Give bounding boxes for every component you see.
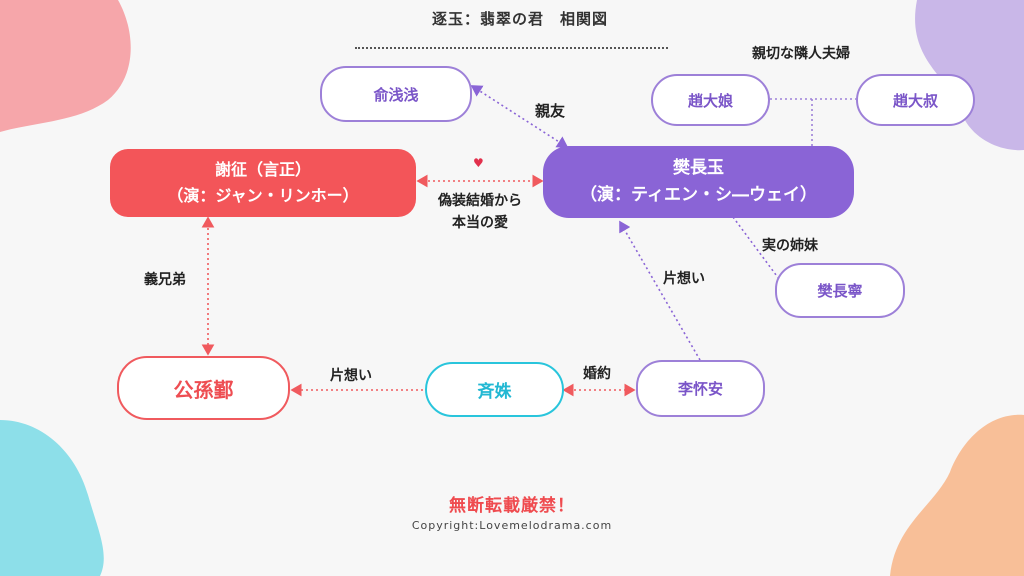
blob-top-right <box>915 0 1024 151</box>
label-kind-neighbors: 親切な隣人夫婦 <box>752 46 850 62</box>
label-fake-marriage: 偽装結婚から 本当の愛 <box>424 190 536 234</box>
label-unrequited-li: 片想い <box>663 271 705 287</box>
title-underline <box>355 47 668 49</box>
line-sisters <box>732 216 783 284</box>
node-yu-qianqian[interactable]: 俞浅浅 <box>320 66 472 122</box>
node-zhao-daniang[interactable]: 趙大娘 <box>651 74 770 126</box>
line-unrequited-li <box>619 220 701 361</box>
node-zhao-dashu[interactable]: 趙大叔 <box>856 74 975 126</box>
label-best-friend: 親友 <box>535 102 566 120</box>
label-fake-marriage-line2: 本当の愛 <box>452 215 508 231</box>
blob-bottom-right <box>890 414 1024 576</box>
label-unrequited-qi: 片想い <box>330 368 372 384</box>
blob-bottom-left <box>0 420 104 576</box>
label-engaged: 婚約 <box>583 366 611 382</box>
node-xie-zheng[interactable]: 謝征（言正） （演：ジャン・リンホー） <box>110 149 416 217</box>
diagram-title: 逐玉：翡翠の君 相関図 <box>431 10 608 28</box>
no-reprint-warning: 無断転載厳禁！ <box>449 496 575 516</box>
label-brothers-in-law: 義兄弟 <box>144 272 186 288</box>
line-best-friend <box>470 85 569 148</box>
xie-zheng-name: 謝征（言正） <box>214 160 311 179</box>
label-fake-marriage-line1: 偽装結婚から <box>438 193 522 209</box>
fan-changyu-actor: （演：ティエン・シ―ウェイ） <box>580 185 817 205</box>
fan-changyu-name: 樊長玉 <box>673 158 724 178</box>
node-qi-shu[interactable]: 斉姝 <box>425 362 564 417</box>
heart-icon: ♥ <box>473 156 484 170</box>
blob-top-left <box>0 0 131 132</box>
node-fan-changning[interactable]: 樊長寧 <box>775 263 905 318</box>
copyright-text: Copyright:Lovemelodrama.com <box>411 519 613 532</box>
node-gongsun-yin[interactable]: 公孫鄞 <box>117 356 290 420</box>
label-real-sister: 実の姉妹 <box>762 238 818 254</box>
node-fan-changyu[interactable]: 樊長玉 （演：ティエン・シ―ウェイ） <box>543 146 854 218</box>
xie-zheng-actor: （演：ジャン・リンホー） <box>167 186 359 205</box>
node-li-huaian[interactable]: 李怀安 <box>636 360 765 417</box>
